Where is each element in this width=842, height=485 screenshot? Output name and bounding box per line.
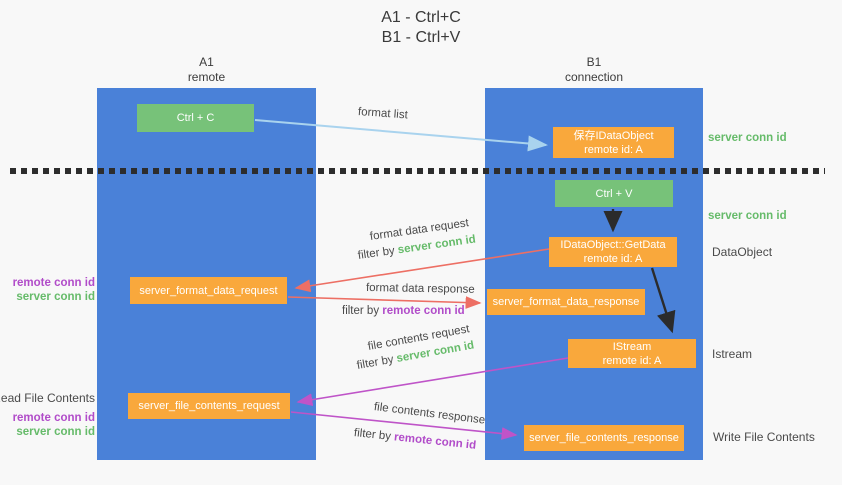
node-istream: IStream remote id: A [568, 339, 696, 368]
filter-key-remote-conn-id: remote conn id [382, 305, 465, 317]
diagram-title: A1 - Ctrl+C B1 - Ctrl+V [0, 8, 842, 48]
node-idataobject-getdata: IDataObject::GetData remote id: A [549, 237, 677, 267]
left-label-read-file-contents: Read File Contents [0, 391, 95, 405]
node-server-format-data-response: server_format_data_response [487, 289, 645, 315]
edge-label-format-data-response: format data response [365, 282, 475, 296]
node-file-response-label: server_file_contents_response [529, 432, 679, 444]
node-server-format-data-request: server_format_data_request [130, 277, 287, 304]
node-ctrl-c: Ctrl + C [137, 104, 254, 132]
title-line-1: A1 - Ctrl+C [381, 9, 461, 26]
right-label-server-conn-id-mid: server conn id [708, 210, 787, 222]
node-save-idataobject-line1: 保存IDataObject [573, 129, 654, 142]
arrow-format-data-request [294, 248, 550, 293]
lane-b1-type: connection [564, 70, 624, 84]
dotted-separator-line [10, 168, 825, 174]
node-save-idataobject: 保存IDataObject remote id: A [553, 127, 674, 158]
edge-filter-format-data-response: filter by remote conn id [342, 305, 465, 317]
left-label-server-conn-id: server conn id [16, 291, 95, 303]
node-getdata-line1: IDataObject::GetData [560, 239, 666, 251]
node-server-file-contents-request: server_file_contents_request [128, 393, 290, 419]
right-label-server-conn-id-top: server conn id [708, 132, 787, 144]
node-server-file-contents-response: server_file_contents_response [524, 425, 684, 451]
arrow-file-contents-request [296, 357, 569, 407]
lane-b1-name: B1 [586, 55, 602, 69]
node-save-idataobject-line2: remote id: A [584, 143, 643, 156]
node-file-request-label: server_file_contents_request [138, 400, 280, 412]
title-line-2: B1 - Ctrl+V [381, 29, 461, 46]
left-label-remote-conn-id: remote conn id [12, 412, 95, 424]
right-label-write-file-contents: Write File Contents [713, 430, 815, 444]
right-label-istream: Istream [712, 347, 753, 361]
lane-header-b1: B1 connection [485, 55, 703, 85]
node-getdata-line2: remote id: A [583, 253, 643, 265]
left-label-remote-conn-id: remote conn id [12, 277, 95, 289]
right-label-dataobject: DataObject [712, 245, 773, 259]
node-ctrl-v-label: Ctrl + V [595, 187, 633, 200]
node-ctrl-v: Ctrl + V [555, 180, 673, 207]
node-ctrl-c-label: Ctrl + C [176, 112, 215, 124]
lane-a1-type: remote [187, 70, 226, 84]
left-label-server-conn-id: server conn id [16, 426, 95, 438]
node-format-request-label: server_format_data_request [139, 284, 278, 297]
lane-a1-name: A1 [199, 55, 214, 69]
lane-header-a1: A1 remote [97, 55, 316, 85]
node-istream-line1: IStream [612, 340, 652, 353]
arrow-format-data-response [287, 296, 482, 309]
arrow-getdata-to-istream [650, 267, 676, 334]
node-istream-line2: remote id: A [602, 354, 662, 367]
node-format-response-label: server_format_data_response [492, 296, 640, 308]
arrow-file-contents-response [290, 411, 518, 440]
arrow-format-list [254, 119, 548, 152]
